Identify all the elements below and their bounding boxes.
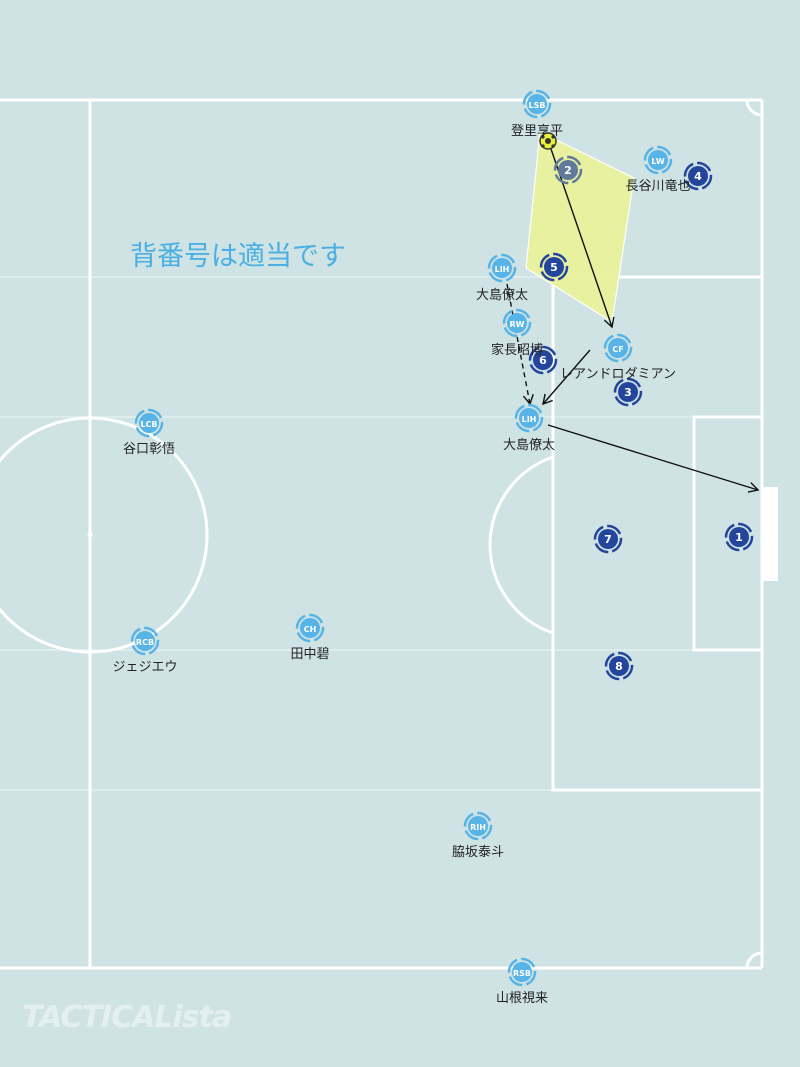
player-name-lsb: 登里享平 <box>510 124 564 139</box>
opponent-5[interactable]: 5 <box>539 252 569 282</box>
player-lsb[interactable]: LSB <box>522 89 552 119</box>
center-circle <box>0 416 209 654</box>
svg-text:LIH: LIH <box>522 415 537 424</box>
player-rsb[interactable]: RSB <box>507 957 537 987</box>
opponent-6[interactable]: 6 <box>528 345 558 375</box>
player-lw[interactable]: LW <box>643 145 673 175</box>
player-name-lih-bottom: 大島僚太 <box>502 438 556 453</box>
ball-icon <box>539 132 557 150</box>
highlight-zone <box>525 131 635 323</box>
player-rcb[interactable]: RCB <box>130 626 160 656</box>
player-lcb[interactable]: LCB <box>134 408 164 438</box>
opponent-8[interactable]: 8 <box>604 651 634 681</box>
player-rw[interactable]: RW <box>502 308 532 338</box>
pass-arrow-lih-goal <box>547 424 760 493</box>
player-name-lw: 長谷川竜也 <box>625 179 691 194</box>
svg-text:2: 2 <box>564 164 572 177</box>
svg-text:RCB: RCB <box>136 638 154 647</box>
opponent-7[interactable]: 7 <box>593 524 623 554</box>
svg-text:RIH: RIH <box>470 823 486 832</box>
player-markers: 1 2 3 4 5 6 7 8 LSB LW LIH RW CF LIH LCB RCB CH RIH RSB <box>130 89 754 987</box>
opponent-4[interactable]: 4 <box>683 161 713 191</box>
goal-box <box>692 415 764 652</box>
corner-arc-bottom <box>745 951 763 969</box>
center-spot <box>87 532 93 538</box>
annotation-note: 背番号は適当です <box>130 241 346 272</box>
svg-text:CF: CF <box>612 345 623 354</box>
opponent-3[interactable]: 3 <box>613 377 643 407</box>
penalty-arc <box>488 455 554 635</box>
player-name-rih: 脇坂泰斗 <box>451 845 505 860</box>
svg-text:CH: CH <box>304 625 317 634</box>
goal <box>763 487 778 581</box>
svg-text:1: 1 <box>735 531 743 544</box>
player-name-rcb: ジェジエウ <box>112 660 178 675</box>
svg-text:3: 3 <box>624 386 632 399</box>
svg-text:7: 7 <box>604 533 612 546</box>
pitch-markings <box>0 98 764 970</box>
svg-text:8: 8 <box>615 660 623 673</box>
corner-arc-top <box>745 99 763 117</box>
player-rih[interactable]: RIH <box>463 811 493 841</box>
pass-arrow-cf-lih <box>542 349 591 406</box>
svg-text:4: 4 <box>694 170 702 183</box>
player-name-rw: 家長昭博 <box>490 343 544 358</box>
player-name-lcb: 谷口彰悟 <box>122 442 176 457</box>
svg-text:LW: LW <box>651 157 664 166</box>
svg-text:RW: RW <box>510 320 525 329</box>
opponent-2[interactable]: 2 <box>553 155 583 185</box>
player-lih-bottom[interactable]: LIH <box>514 403 544 433</box>
player-name-cf: レアンドロダミアン <box>560 367 676 382</box>
svg-text:6: 6 <box>539 354 547 367</box>
svg-text:RSB: RSB <box>513 969 531 978</box>
svg-text:LIH: LIH <box>495 265 510 274</box>
player-ch[interactable]: CH <box>295 613 325 643</box>
svg-text:LSB: LSB <box>529 101 546 110</box>
player-name-ch: 田中碧 <box>290 647 330 662</box>
player-lih-top[interactable]: LIH <box>487 253 517 283</box>
run-arrow-lih <box>506 283 534 406</box>
watermark-logo: TACTICALista <box>22 1000 232 1035</box>
pitch-zone-lines <box>0 276 762 791</box>
player-cf[interactable]: CF <box>603 333 633 363</box>
svg-text:LCB: LCB <box>140 420 157 429</box>
player-name-lih-top: 大島僚太 <box>475 288 529 303</box>
player-name-rsb: 山根視来 <box>495 991 549 1006</box>
svg-text:5: 5 <box>550 261 558 274</box>
opponent-1[interactable]: 1 <box>724 522 754 552</box>
